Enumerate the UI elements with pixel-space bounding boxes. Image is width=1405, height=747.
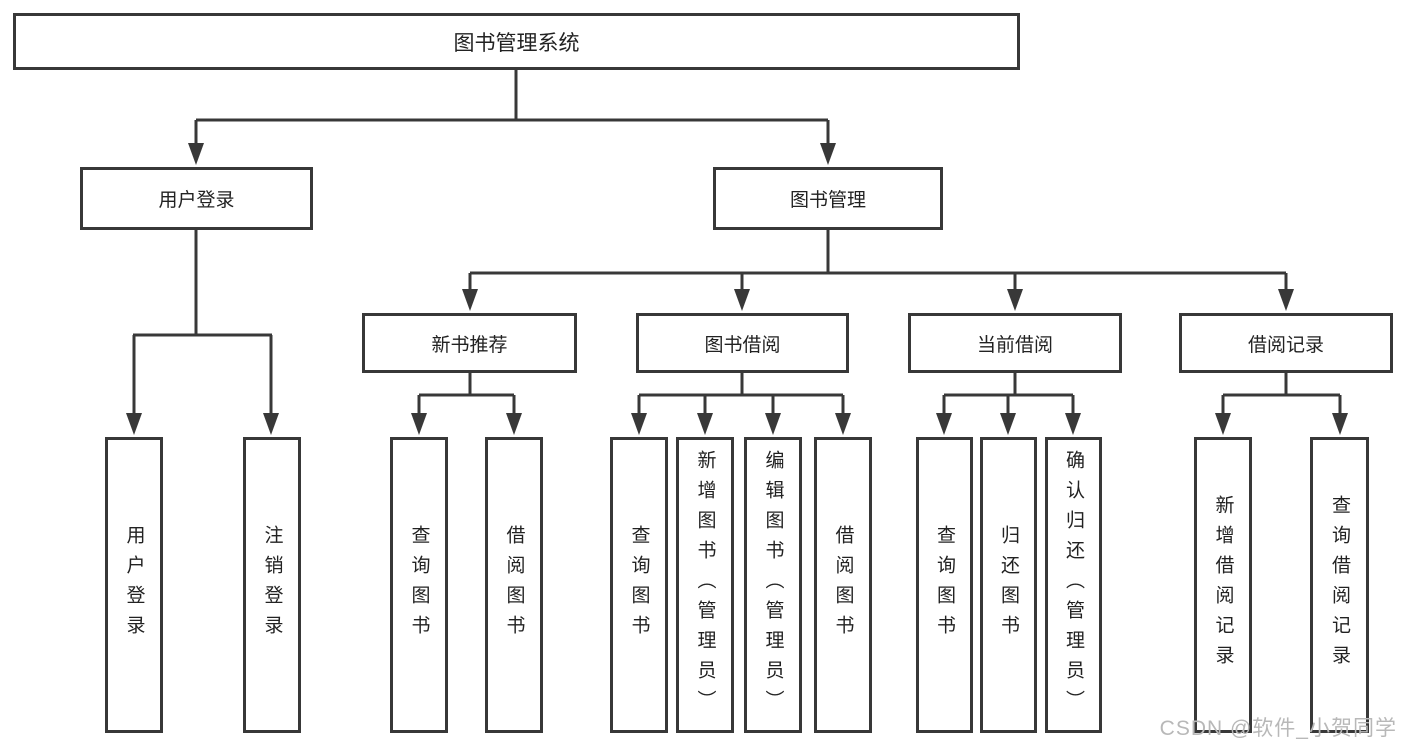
node-book-management: 图书管理 xyxy=(713,167,943,230)
leaf-edit-books-admin: 编辑图书（管理员） xyxy=(744,437,802,733)
leaf-add-books-admin: 新增图书（管理员） xyxy=(676,437,734,733)
leaf-label: 确认归还（管理员） xyxy=(1063,450,1084,720)
arrow-head-icon xyxy=(835,413,851,435)
arrow-head-icon xyxy=(1215,413,1231,435)
leaf-borrow-books-1: 借阅图书 xyxy=(485,437,543,733)
arrow-head-icon xyxy=(1007,289,1023,311)
arrow-head-icon xyxy=(188,143,204,165)
connector-line xyxy=(639,373,843,397)
arrow-head-icon xyxy=(631,413,647,435)
arrow-head-icon xyxy=(1000,413,1016,435)
leaf-label: 查询图书 xyxy=(934,525,955,645)
connector-line xyxy=(133,230,272,337)
node-label: 图书管理系统 xyxy=(453,31,580,55)
node-library-system: 图书管理系统 xyxy=(13,13,1020,70)
leaf-label: 用户登录 xyxy=(123,525,145,645)
connector-line xyxy=(1223,373,1340,397)
arrow-head-icon xyxy=(1065,413,1081,435)
node-label: 图书借阅 xyxy=(704,334,781,356)
node-label: 当前借阅 xyxy=(976,334,1053,356)
arrow-head-icon xyxy=(697,413,713,435)
leaf-label: 新增图书（管理员） xyxy=(694,450,716,720)
leaf-logout: 注销登录 xyxy=(243,437,301,733)
leaf-label: 借阅图书 xyxy=(503,525,525,645)
arrow-head-icon xyxy=(506,413,522,435)
node-borrow-records: 借阅记录 xyxy=(1179,313,1393,373)
node-label: 新书推荐 xyxy=(431,334,508,356)
node-label: 用户登录 xyxy=(158,190,235,211)
node-user-login-branch: 用户登录 xyxy=(80,167,313,230)
leaf-label: 归还图书 xyxy=(998,525,1019,645)
arrow-head-icon xyxy=(734,289,750,311)
leaf-borrow-books-2: 借阅图书 xyxy=(814,437,872,733)
leaf-label: 注销登录 xyxy=(261,525,283,645)
leaf-query-books-2: 查询图书 xyxy=(610,437,668,733)
leaf-label: 查询图书 xyxy=(628,525,650,645)
arrow-head-icon xyxy=(462,289,478,311)
leaf-label: 借阅图书 xyxy=(832,525,854,645)
leaf-label: 编辑图书（管理员） xyxy=(762,450,784,720)
arrow-head-icon xyxy=(126,413,142,435)
connector-line xyxy=(196,70,828,122)
node-label: 借阅记录 xyxy=(1247,334,1324,356)
leaf-user-login: 用户登录 xyxy=(105,437,163,733)
node-current-borrowing: 当前借阅 xyxy=(908,313,1122,373)
arrow-head-icon xyxy=(1278,289,1294,311)
arrow-head-icon xyxy=(820,143,836,165)
leaf-label: 查询图书 xyxy=(408,525,430,645)
leaf-add-borrow-record: 新增借阅记录 xyxy=(1194,437,1252,733)
leaf-query-books-1: 查询图书 xyxy=(390,437,448,733)
connector-line xyxy=(470,230,1286,275)
csdn-watermark: CSDN @软件_小贺同学 xyxy=(1159,717,1397,740)
node-new-book-recommend: 新书推荐 xyxy=(362,313,577,373)
leaf-query-borrow-record: 查询借阅记录 xyxy=(1310,437,1369,733)
connector-line xyxy=(419,373,514,397)
arrow-head-icon xyxy=(411,413,427,435)
leaf-label: 新增借阅记录 xyxy=(1212,495,1234,675)
arrow-head-icon xyxy=(263,413,279,435)
leaf-confirm-return-admin: 确认归还（管理员） xyxy=(1045,437,1102,733)
connector-line xyxy=(944,373,1073,397)
leaf-label: 查询借阅记录 xyxy=(1329,495,1350,675)
node-book-borrowing: 图书借阅 xyxy=(636,313,849,373)
leaf-query-books-3: 查询图书 xyxy=(916,437,973,733)
arrow-head-icon xyxy=(765,413,781,435)
node-label: 图书管理 xyxy=(789,190,866,211)
arrow-head-icon xyxy=(1332,413,1348,435)
arrow-head-icon xyxy=(936,413,952,435)
leaf-return-books: 归还图书 xyxy=(980,437,1037,733)
